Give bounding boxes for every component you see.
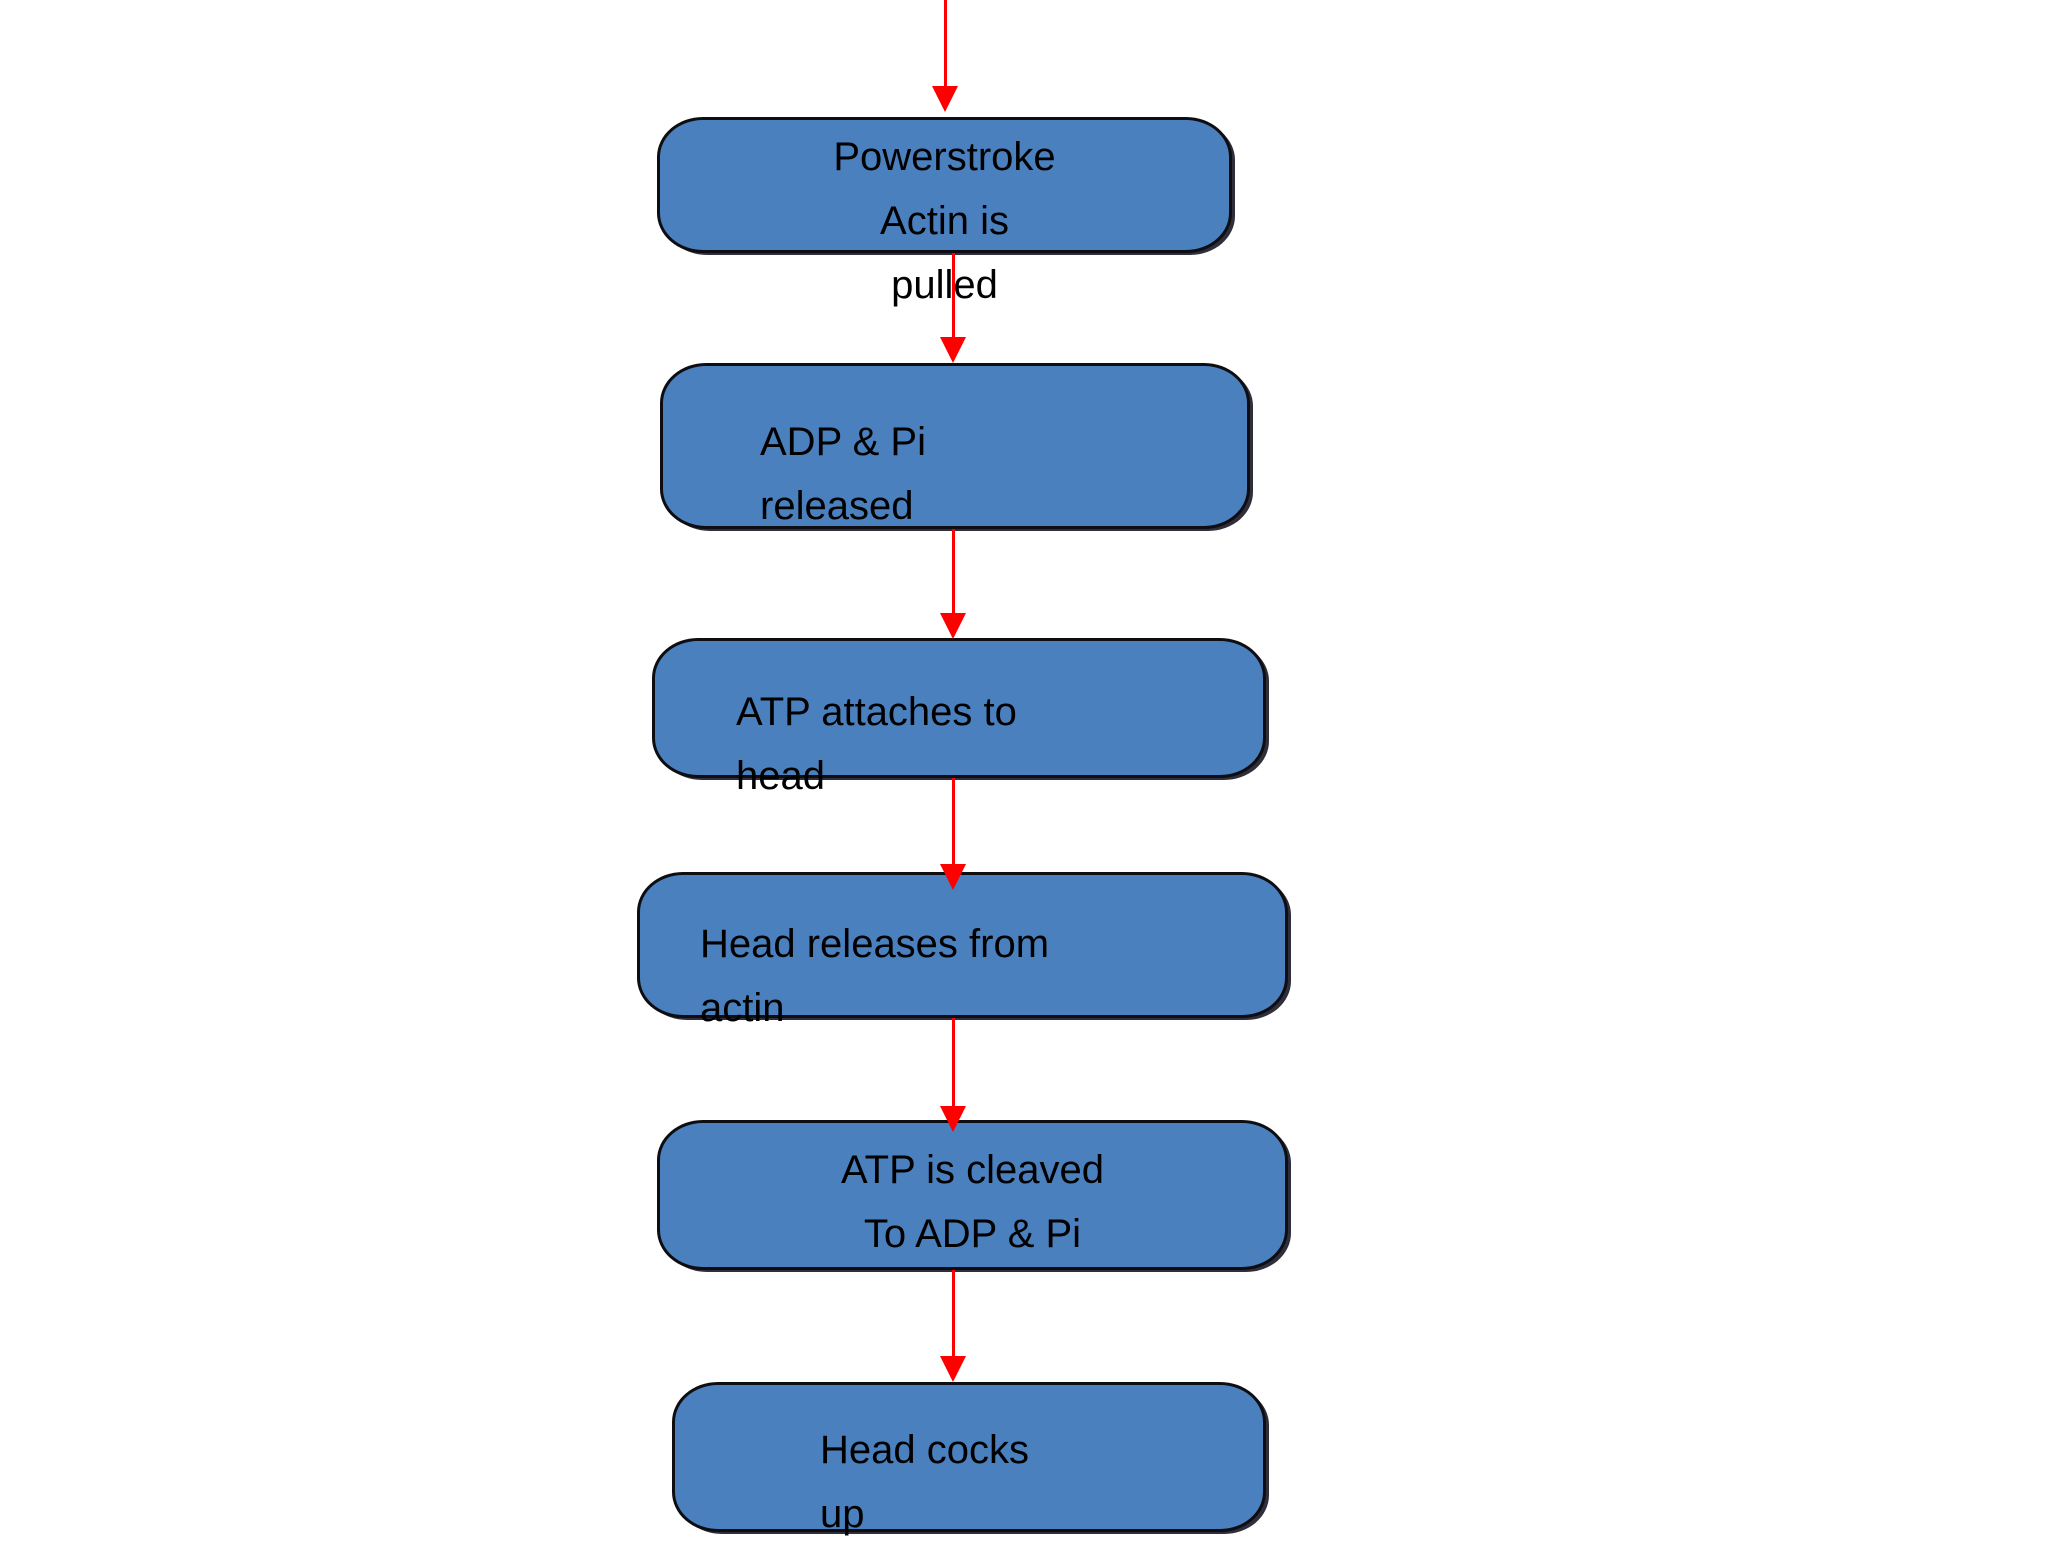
arrow-atp-attaches-to-head-releases [938,778,968,890]
flowchart-node-atp-cleaved[interactable] [657,1120,1288,1270]
arrow-head-releases-to-atp-cleaved [938,1018,968,1132]
arrow-head-icon [940,613,966,639]
arrow-head-icon [940,1356,966,1382]
arrow-powerstroke-to-adp [938,253,968,363]
arrow-adp-to-atp-attaches [938,529,968,639]
arrow-into-powerstroke [930,0,960,112]
arrow-head-icon [940,1106,966,1132]
arrow-head-icon [932,86,958,112]
arrow-shaft [951,1270,955,1356]
arrow-head-icon [940,864,966,890]
flowchart-node-adp-pi-released[interactable] [660,363,1250,529]
arrow-shaft [943,0,947,86]
arrow-head-icon [940,337,966,363]
flowchart-node-head-releases[interactable] [637,872,1288,1018]
flowchart-node-head-cocks[interactable] [672,1382,1266,1532]
arrow-shaft [951,778,955,864]
flowchart-node-atp-attaches[interactable] [652,638,1266,778]
arrow-atp-cleaved-to-head-cocks [938,1270,968,1382]
arrow-shaft [951,253,955,337]
arrow-shaft [951,529,955,613]
flowchart-node-powerstroke[interactable] [657,117,1232,253]
arrow-shaft [951,1018,955,1106]
